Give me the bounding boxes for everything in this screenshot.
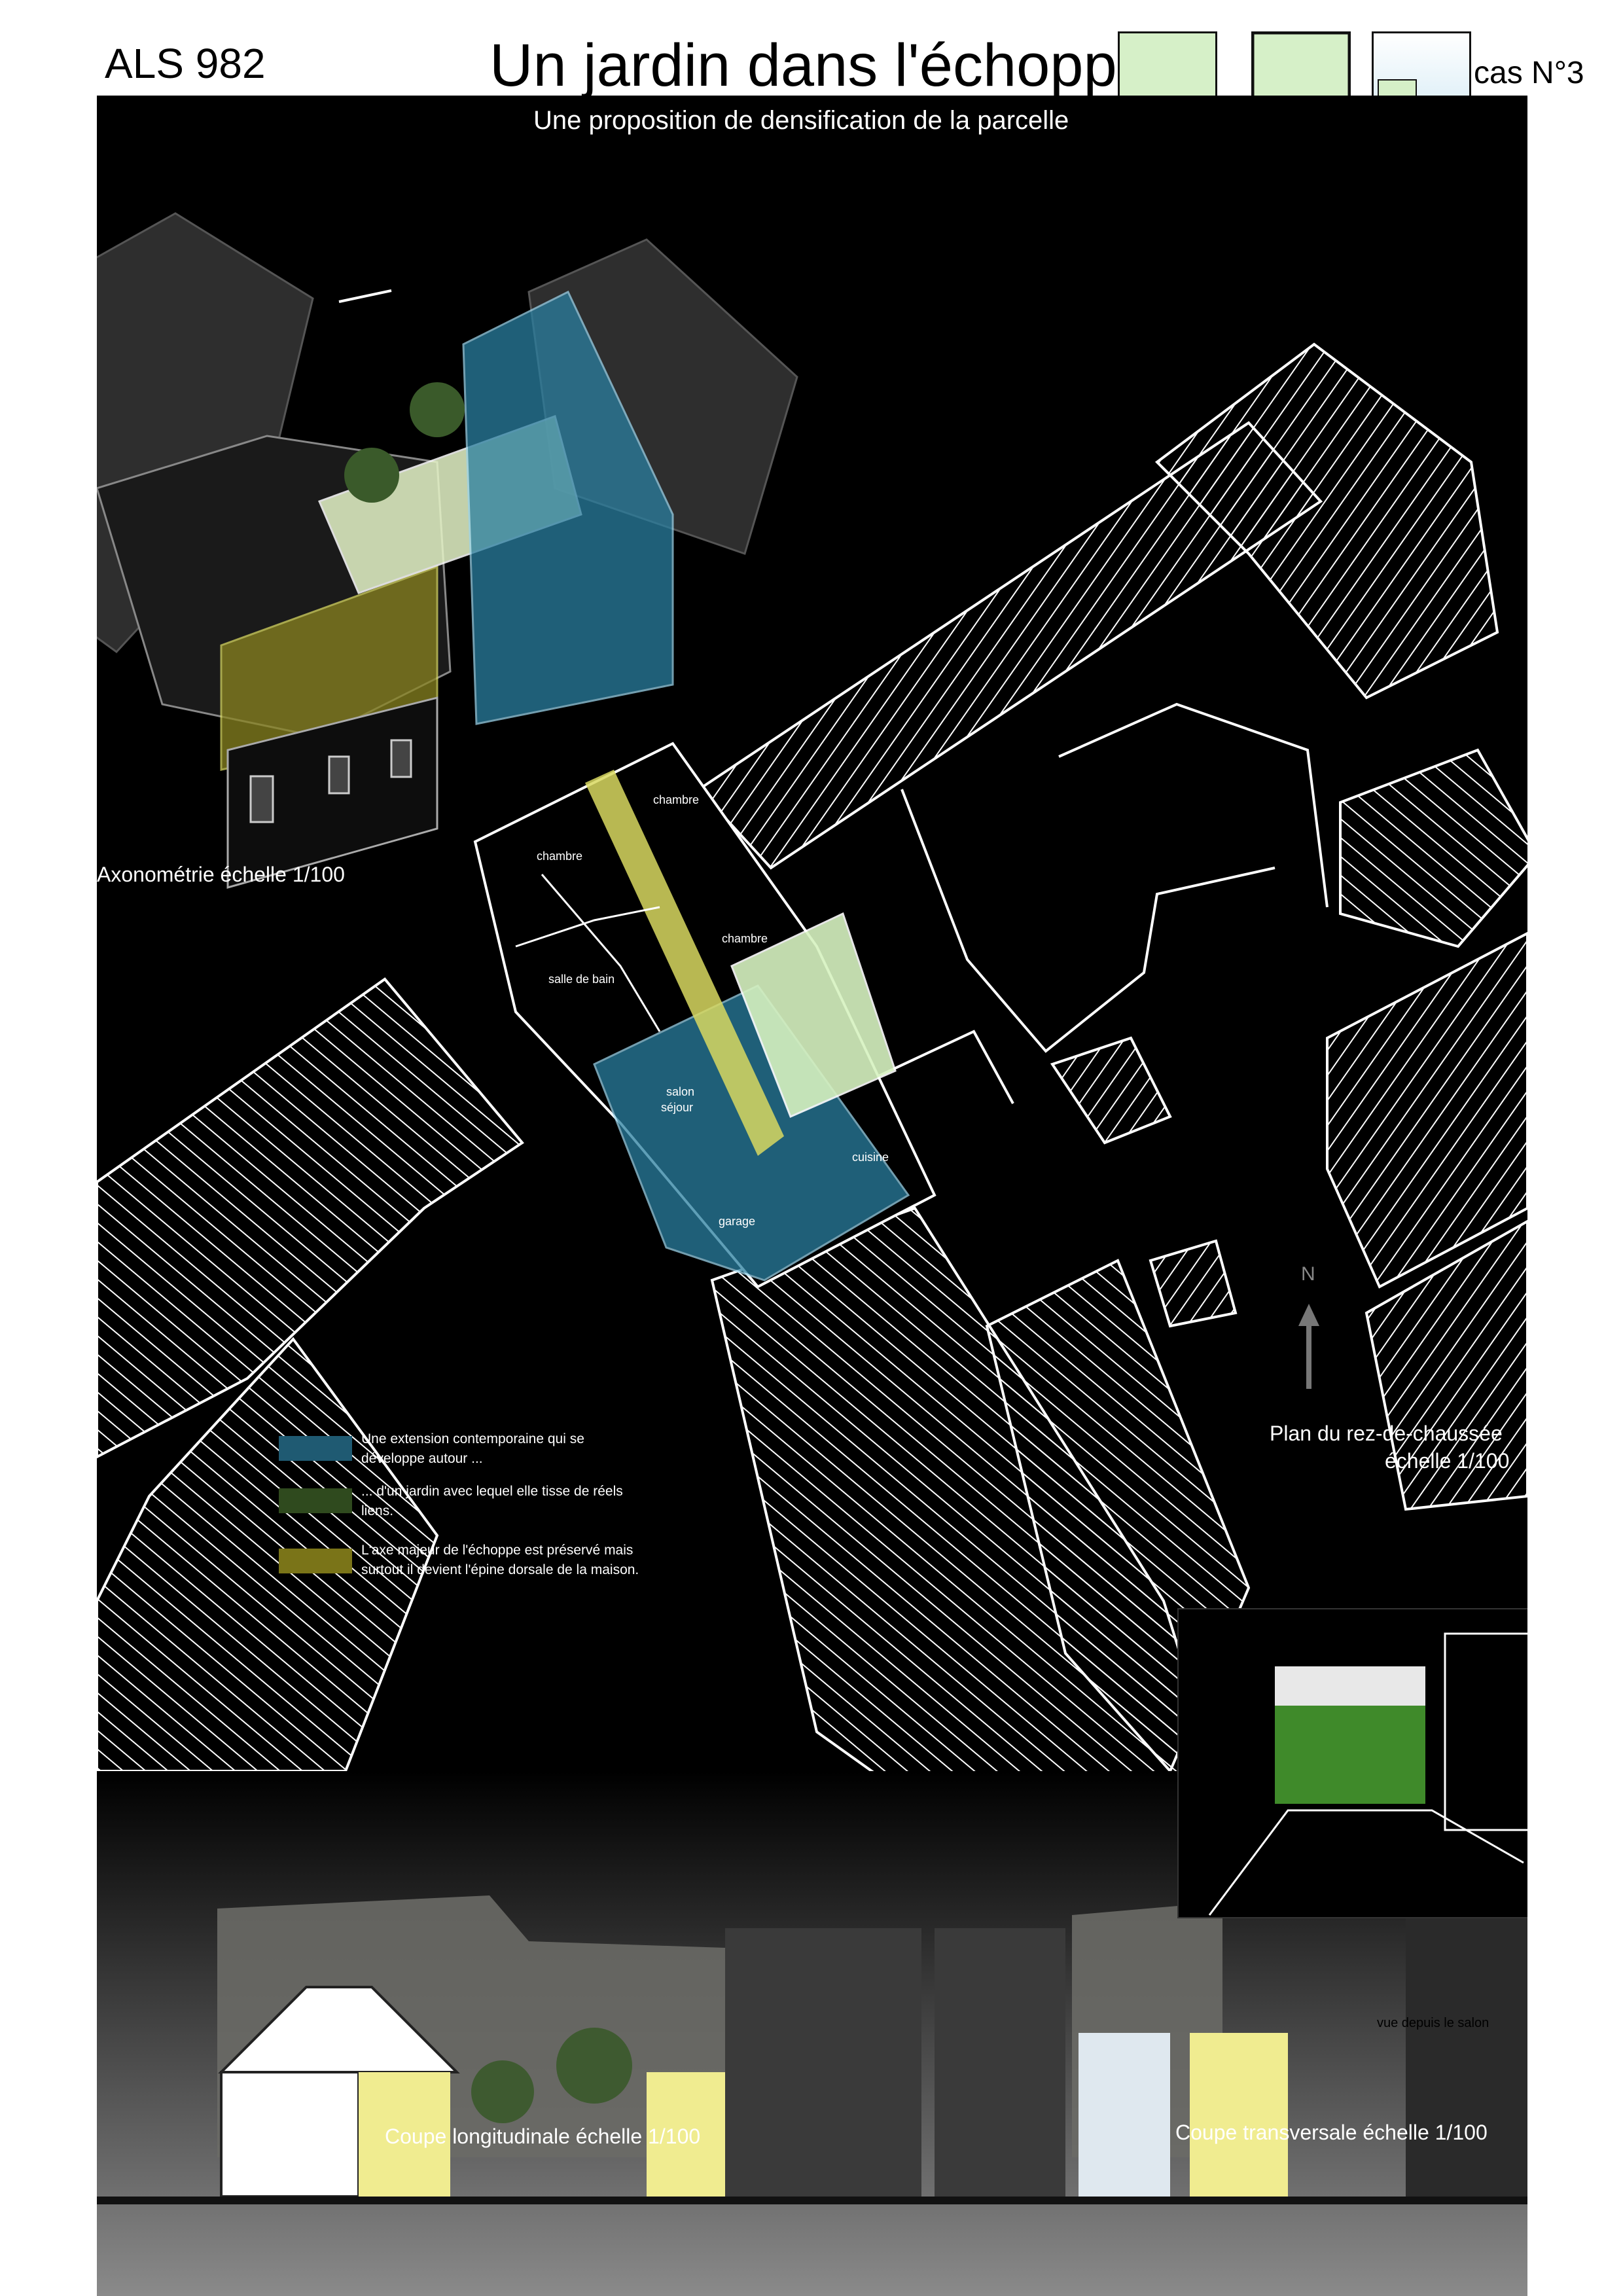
view-label: vue depuis le salon — [1377, 2016, 1489, 2030]
project-code: ALS 982 — [105, 40, 266, 87]
plan-scale-label: échelle 1/100 — [1385, 1449, 1510, 1473]
section-transversal-label: Coupe transversale échelle 1/100 — [1175, 2121, 1488, 2144]
axonometry-drawing — [97, 212, 798, 889]
page-title: Un jardin dans l'échoppe — [490, 32, 1150, 99]
north-arrow — [1298, 1304, 1319, 1389]
room-label-bedroom-3: chambre — [722, 932, 768, 945]
axonometry-label: Axonométrie échelle 1/100 — [97, 863, 345, 886]
room-label-living: salon — [666, 1085, 695, 1098]
room-label-lounge: séjour — [661, 1101, 694, 1114]
room-label-garage: garage — [719, 1215, 756, 1228]
case-number: cas N°3 — [1474, 56, 1584, 90]
section-longitudinal-label: Coupe longitudinale échelle 1/100 — [385, 2125, 701, 2148]
room-label-bedroom-1: chambre — [653, 793, 700, 806]
legend-text-garden: ... d'un jardin avec lequel elle tisse d… — [361, 1484, 623, 1518]
page-subtitle: Une proposition de densification de la p… — [533, 106, 1069, 135]
ground-floor-plan — [473, 742, 936, 1289]
room-label-kitchen: cuisine — [852, 1151, 889, 1164]
section-longitudinal — [217, 1895, 1065, 2198]
room-label-bathroom: salle de bain — [548, 973, 615, 986]
view-render — [1177, 1608, 1527, 1918]
legend-swatch-extension — [279, 1436, 352, 1461]
north-label: N — [1301, 1263, 1315, 1285]
legend-text-axis: L'axe majeur de l'échoppe est préservé m… — [361, 1543, 639, 1577]
legend-swatch-garden — [279, 1488, 352, 1513]
ground-line — [97, 2197, 1527, 2204]
plan-title-label: Plan du rez-de-chaussée — [1270, 1422, 1503, 1445]
drawing-panel: chambre chambre chambre salle de bain sa… — [97, 96, 1527, 2296]
legend-text-extension: Une extension contemporaine qui se dével… — [361, 1431, 584, 1466]
north-arrow-axo — [338, 289, 392, 303]
room-label-bedroom-2: chambre — [537, 850, 583, 863]
neighbour-buildings — [97, 342, 1527, 1865]
site-drawing — [97, 212, 1527, 2296]
legend-swatch-axis — [279, 1549, 352, 1573]
section-transversal — [1072, 1902, 1527, 2197]
